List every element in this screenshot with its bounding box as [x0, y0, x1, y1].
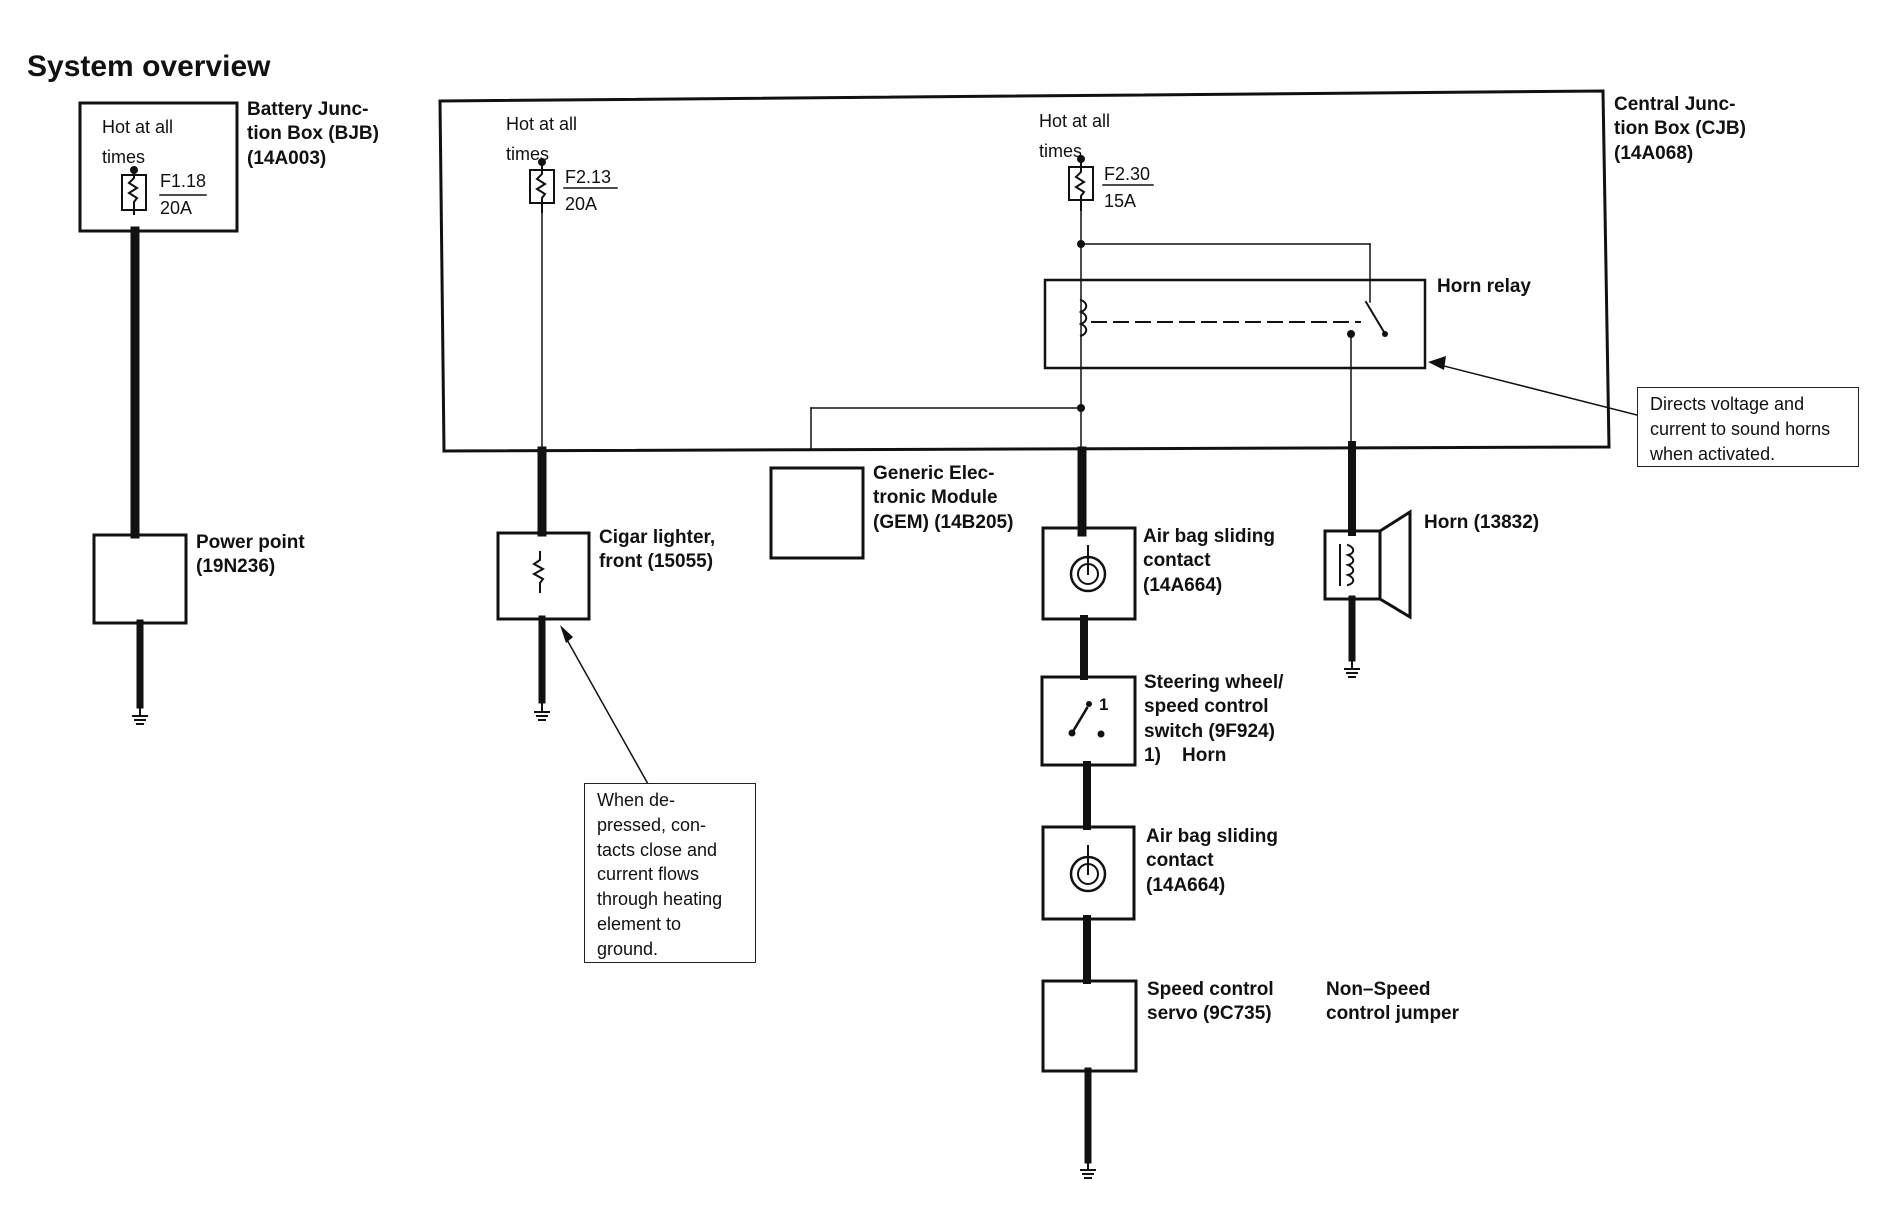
servo-box — [1041, 979, 1138, 1073]
steering-switch-label: Steering wheel/ speed control switch (9F… — [1144, 672, 1284, 766]
relay-note: Directs voltage and current to sound hor… — [1637, 387, 1859, 467]
cigar-lighter-label: Cigar lighter, front (15055) — [599, 527, 716, 573]
servo-label: Speed control servo (9C735) — [1147, 979, 1274, 1025]
bjb-fuse-rating: 20A — [160, 198, 193, 218]
airbag-1-label: Air bag sliding contact (14A664) — [1143, 526, 1275, 596]
page-title: System overview — [27, 50, 271, 83]
steering-switch-pin-label: 1 — [1099, 695, 1109, 714]
ground-icon — [132, 704, 148, 725]
horn-label: Horn (13832) — [1424, 512, 1540, 533]
cjb-box — [438, 89, 1611, 453]
jumper-label: Non–Speed control jumper — [1326, 979, 1460, 1025]
relay-note-arrow — [1439, 364, 1638, 416]
ground-icon — [1344, 657, 1360, 678]
cigar-note-arrow — [564, 636, 650, 786]
horn-box — [1323, 529, 1382, 601]
switch-contact — [1070, 706, 1089, 735]
horn-relay-label: Horn relay — [1437, 276, 1531, 297]
horn-bell-icon — [1378, 509, 1412, 620]
bjb-hot-label: Hot at all times — [102, 117, 174, 167]
heating-element-icon — [531, 551, 546, 593]
gem-box — [769, 466, 865, 560]
power-point-box — [92, 533, 188, 625]
bjb-label: Battery Junc- tion Box (BJB) (14A003) — [247, 99, 379, 169]
cjb-fuse-a-hot-label: Hot at all times — [506, 114, 578, 164]
cjb-fuse-b-id: F2.30 — [1104, 164, 1151, 184]
airbag-1-box — [1041, 526, 1137, 621]
relay-coil — [1078, 298, 1088, 338]
relay-switch — [1364, 300, 1386, 334]
cigar-lighter-box — [496, 531, 591, 621]
bjb-fuse-element — [127, 171, 139, 215]
cjb-fuse-b-rating: 15A — [1104, 191, 1137, 211]
horn-relay-box — [1043, 278, 1427, 370]
cigar-note: When de- pressed, con- tacts close and c… — [584, 783, 756, 963]
cjb-fuse-a-id: F2.13 — [565, 167, 612, 187]
gem-label: Generic Elec- tronic Module (GEM) (14B20… — [873, 463, 1014, 533]
ground-icon — [534, 699, 550, 721]
ground-icon — [1080, 1159, 1096, 1179]
cjb-fuse-b-hot-label: Hot at all times — [1039, 111, 1111, 161]
airbag-2-label: Air bag sliding contact (14A664) — [1146, 826, 1278, 896]
bjb-box — [78, 101, 239, 233]
steering-switch-box — [1040, 675, 1137, 767]
cjb-label: Central Junc- tion Box (CJB) (14A068) — [1614, 94, 1746, 164]
cjb-fuse-a-rating: 20A — [565, 194, 598, 214]
power-point-label: Power point (19N236) — [196, 532, 305, 578]
bjb-fuse-id: F1.18 — [160, 171, 207, 191]
